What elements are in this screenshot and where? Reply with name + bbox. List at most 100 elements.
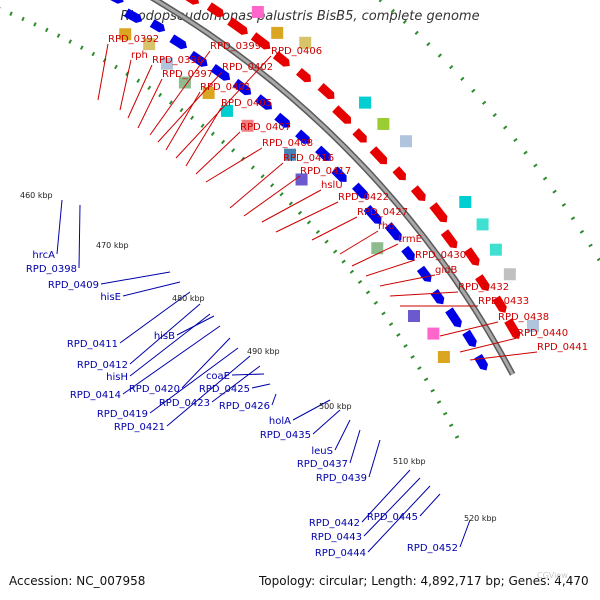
forward-label-leader <box>243 175 301 217</box>
forward-gene-label: RPD_0408 <box>262 138 313 149</box>
reverse-gene-arrow <box>254 94 272 110</box>
reverse-label-leader <box>459 519 471 548</box>
forward-label-leader <box>261 189 322 223</box>
inner-tick-mark <box>417 366 422 370</box>
inner-tick-mark <box>9 11 13 16</box>
reverse-gene-arrow <box>169 34 187 50</box>
forward-gene-arrow <box>475 274 490 291</box>
forward-label-leader <box>205 147 263 183</box>
reverse-gene-label: RPD_0435 <box>260 430 311 441</box>
reverse-gene-label: RPD_0412 <box>77 360 128 371</box>
reverse-gene-label: hisH <box>106 372 128 383</box>
reverse-label-leader <box>419 493 441 517</box>
reverse-gene-category-block <box>160 57 173 70</box>
reverse-label-leader <box>78 204 81 269</box>
inner-tick-mark <box>279 192 284 197</box>
inner-tick-mark <box>324 239 329 244</box>
reverse-gene-label: RPD_0439 <box>316 473 367 484</box>
forward-gene-label: RPD_0392 <box>108 34 159 45</box>
inner-tick-mark <box>250 165 255 170</box>
reverse-gene-arrow <box>331 166 347 182</box>
reverse-gene-arrow <box>445 307 462 328</box>
outer-tick-mark <box>596 257 600 262</box>
inner-tick-mark <box>68 39 73 44</box>
forward-label-leader <box>97 43 109 101</box>
inner-tick-mark <box>357 279 363 285</box>
reverse-gene-label: RPD_0437 <box>297 459 348 470</box>
watermark: CGView <box>537 571 568 580</box>
inner-tick-mark <box>79 45 84 50</box>
forward-gene-arrow <box>392 166 406 181</box>
forward-gene-label: trmE <box>398 234 422 245</box>
forward-label-leader <box>459 337 518 353</box>
reverse-label-leader <box>312 409 341 435</box>
topology-label: Topology: circular; Length: 4,892,717 bp… <box>259 574 589 588</box>
inner-tick-mark <box>349 269 355 274</box>
reverse-gene-label: hisE <box>100 292 121 303</box>
reverse-gene-label: RPD_0442 <box>309 518 360 529</box>
forward-gene-label: RPD_0440 <box>517 328 568 339</box>
reverse-gene-label: coaE <box>206 371 230 382</box>
forward-gene-arrow <box>369 146 388 165</box>
forward-label-leader <box>229 162 284 209</box>
forward-gene-arrow <box>227 17 248 35</box>
reverse-gene-category-block <box>407 309 420 322</box>
inner-tick-mark <box>260 174 265 179</box>
reverse-label-leader <box>129 303 201 365</box>
forward-label-leader <box>119 59 132 111</box>
outer-tick-mark <box>588 243 593 248</box>
forward-gene-arrow <box>410 185 426 201</box>
reverse-label-leader <box>211 365 261 403</box>
forward-label-leader <box>157 71 223 143</box>
forward-gene-category-block <box>476 218 489 231</box>
forward-gene-label: RPD_0407 <box>240 122 291 133</box>
forward-gene-label: RPD_0405 <box>221 98 272 109</box>
reverse-label-leader <box>251 383 271 389</box>
forward-label-leader <box>351 243 399 267</box>
inner-tick-mark <box>448 423 454 428</box>
reverse-label-leader <box>56 199 63 255</box>
reverse-gene-arrow <box>110 0 124 4</box>
reverse-gene-label: holA <box>269 416 291 427</box>
inner-tick-mark <box>114 64 118 70</box>
reverse-label-leader <box>349 429 361 464</box>
inner-tick-mark <box>403 343 408 348</box>
forward-label-leader <box>185 107 222 167</box>
forward-gene-label: RPD_0396 <box>152 55 203 66</box>
inner-tick-mark <box>200 123 205 128</box>
accession-label: Accession: NC_007958 <box>9 574 146 588</box>
inner-tick-mark <box>396 333 401 337</box>
reverse-gene-label: RPD_0423 <box>159 398 210 409</box>
forward-gene-arrow <box>429 202 448 223</box>
inner-tick-mark <box>136 78 141 83</box>
forward-label-leader <box>149 50 211 136</box>
reverse-label-leader <box>367 485 431 553</box>
scale-label: 510 kbp <box>393 457 426 466</box>
inner-tick-mark <box>45 27 49 33</box>
reverse-gene-label: RPD_0444 <box>315 548 366 559</box>
inner-tick-mark <box>333 249 338 254</box>
outer-tick-mark <box>481 100 487 105</box>
reverse-gene-label: RPD_0411 <box>67 339 118 350</box>
outer-tick-mark <box>579 229 585 234</box>
reverse-gene-category-block <box>220 104 233 117</box>
inner-tick-mark <box>190 115 195 121</box>
inner-tick-mark <box>306 220 312 225</box>
reverse-gene-label: RPD_0409 <box>48 280 99 291</box>
backbone-group <box>149 0 516 376</box>
scale-label: 490 kbp <box>247 347 280 356</box>
reverse-label-leader <box>231 373 265 376</box>
inner-tick-mark <box>231 148 236 153</box>
reverse-gene-label: RPD_0443 <box>311 532 362 543</box>
reverse-gene-arrow <box>315 145 331 161</box>
outer-tick-mark <box>492 113 497 118</box>
inner-tick-mark <box>315 229 321 235</box>
forward-gene-label: RPD_0397 <box>162 69 213 80</box>
forward-gene-arrow <box>206 2 225 18</box>
reverse-label-leader <box>176 315 215 336</box>
inner-tick-mark <box>388 322 394 327</box>
outer-tick-mark <box>437 53 442 58</box>
forward-label-leader <box>137 78 163 129</box>
